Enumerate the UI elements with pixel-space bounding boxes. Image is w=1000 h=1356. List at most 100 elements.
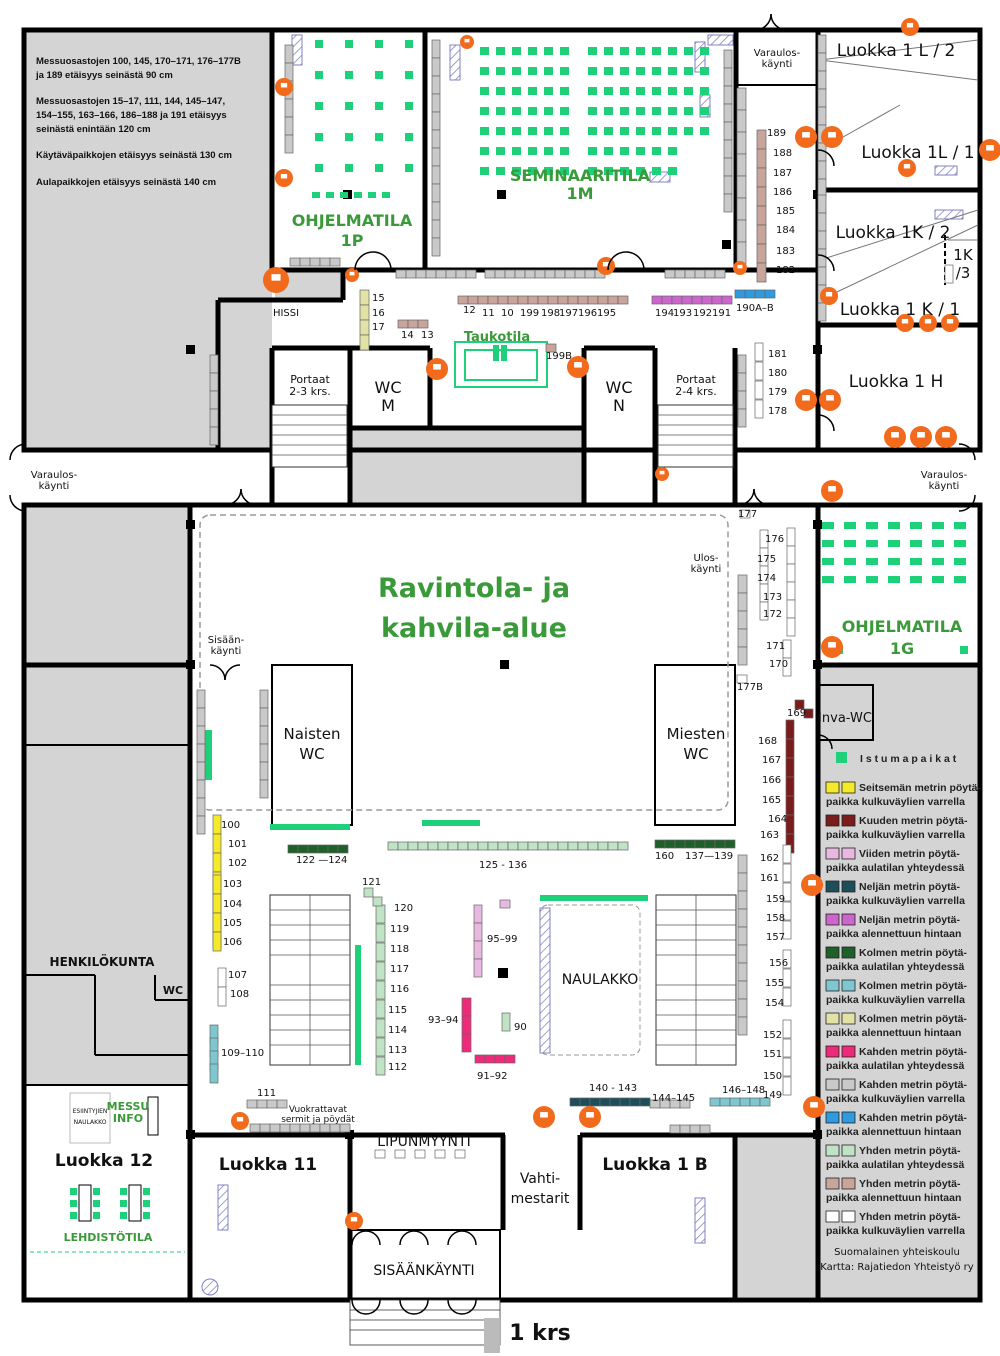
booth-table [756,224,767,245]
booth-table [684,839,696,849]
wc-men-main: WC [683,745,708,763]
seat-marker [315,164,323,172]
seat-marker [910,540,922,547]
booth-number: 125 - 136 [479,860,527,871]
booth-table [527,841,539,851]
seat-marker [866,576,878,583]
booth-table [319,1123,331,1133]
booth-table [196,689,206,709]
booth-table [415,269,427,279]
seat-marker [143,1200,150,1207]
legend-swatch [825,781,840,794]
seat-marker [652,87,661,95]
booth-table [817,178,827,198]
esiintyjien-naulakko-label: NAULAKKO [74,1119,107,1126]
booth-table [545,343,557,353]
seat-marker [528,167,537,175]
booth-table [431,165,441,185]
seat-bench [205,730,212,780]
note-line: Messuosastojen 100, 145, 170–171, 176–17… [36,56,241,67]
booth-table [736,241,747,265]
room-label-kahvila: kahvila-alue [381,613,567,644]
seat-marker [620,67,629,75]
booth-table [574,269,586,279]
booth-table [691,295,703,305]
booth-table [661,295,673,305]
booth-table [414,1149,426,1159]
legend-label: Seitsemän metrin pöytä- [859,782,981,794]
booth-table [786,527,796,547]
booth-table [764,289,776,299]
legend-swatch [825,1111,840,1124]
plug-icon [986,145,994,151]
booth-number: 137—139 [685,851,733,862]
booth-table [279,1123,291,1133]
booth-table [723,49,733,69]
booth-table [256,1099,268,1109]
booth-table [737,372,747,392]
room-label-seminaaritila-code: 1M [566,184,593,203]
legend-label: Yhden metrin pöytä- [859,1211,961,1223]
booth-number: 154 [765,998,784,1009]
booth-number: 117 [390,964,409,975]
seat-marker [560,147,569,155]
booth-table [654,839,666,849]
booth-number: 190A–B [736,303,774,314]
booth-number: 118 [390,944,409,955]
booth-table [786,581,796,601]
stair-treads [270,414,736,1065]
booth-number: 182 [776,265,795,276]
seat-marker [143,1212,150,1219]
seat-marker [120,1212,127,1219]
taukotila-seat [493,345,499,361]
booth-table [587,295,599,305]
legend-swatch [841,1210,856,1223]
booth-table [554,269,566,279]
booth-table [739,509,751,519]
entrance-label: Sisään- [208,635,245,646]
booth-table [259,707,269,727]
seat-marker [512,147,521,155]
entrance-label: käynti [211,646,242,657]
vuokrattavat-label: sermit ja pöydät [281,1115,355,1125]
janitor-label: Vahti- [520,1171,560,1187]
seat-marker [560,47,569,55]
booth-table [737,592,748,612]
booth-number: 149 [763,1090,782,1101]
seat-bench [422,820,480,826]
booth-table [196,779,206,799]
legend-label: paikka alennettuun hintaan [826,1126,961,1138]
booth-number: 179 [768,387,787,398]
booth-table [734,289,746,299]
booth-table [467,841,479,851]
booth-table [209,408,219,428]
legend-label: paikka kulkuväylien varrella [826,895,965,907]
booth-table [617,295,629,305]
seat-marker [636,67,645,75]
booth-table [217,986,227,1007]
credit-school: Suomalainen yhteiskoulu [834,1247,960,1258]
booth-number: 196 [578,308,597,319]
plug-icon [901,318,909,324]
booth-table [754,342,764,362]
room-label-luokka-1b: Luokka 1 B [602,1155,707,1175]
seat-marker [326,192,334,198]
booth-table [737,574,748,594]
booth-table [467,295,479,305]
varauloskaynti-right: Varaulos- [921,470,968,481]
booth-number: 105 [223,918,242,929]
booth-table [473,922,483,942]
seat-marker [888,558,900,565]
seat-marker [822,558,834,565]
booth-number: 102 [228,858,247,869]
booth-table [785,795,795,816]
booth-table [457,841,469,851]
seat-marker [700,127,709,135]
seat-marker [588,147,597,155]
booth-number: 171 [766,641,785,652]
booth-table [375,904,386,924]
seat-marker [960,646,968,654]
booth-number: 101 [228,839,247,850]
varauloskaynti-right: käynti [929,481,960,492]
booth-table [786,617,796,637]
